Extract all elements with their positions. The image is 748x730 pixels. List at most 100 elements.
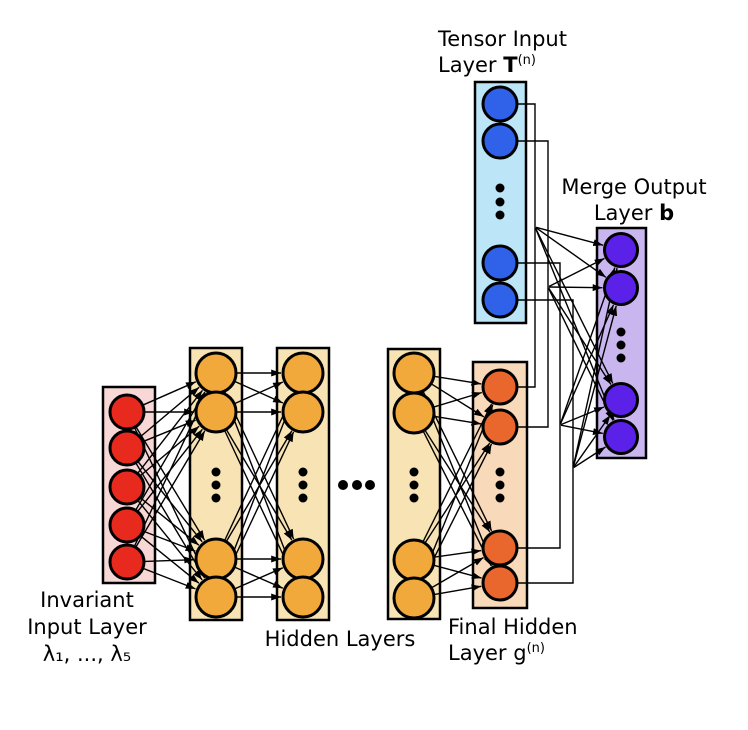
hidden-layers-label-segment: Hidden Layers [265, 627, 416, 651]
layer-boxes [101, 80, 648, 622]
connection-arrow [140, 386, 200, 437]
connection-arrow [548, 284, 603, 292]
final-hidden-ellipsis-dot [495, 480, 505, 490]
invariant-input-layer-label-line-1: Invariant [40, 588, 134, 612]
connection-arrow [547, 287, 612, 385]
hidden-3-node-1 [392, 351, 436, 395]
hidden-1-ellipsis-dot [211, 493, 221, 503]
connection-arrow [143, 567, 196, 590]
connection-arrow [548, 257, 605, 288]
connection-arrow [135, 427, 206, 541]
merge-output-layer-label-segment: Layer [594, 201, 659, 225]
connection-arrow [431, 383, 485, 418]
final-hidden-node-1 [481, 368, 519, 406]
invariant-input-layer-label-segment: Invariant [40, 588, 134, 612]
hidden-3-ellipsis-dot [409, 493, 419, 503]
connection-arrow [421, 404, 494, 579]
final-hidden-node-3 [481, 529, 519, 567]
tensor-input-layer-label-segment: (n) [518, 53, 536, 68]
hidden-1-node-2 [194, 390, 238, 434]
hidden-2-node-3 [281, 537, 325, 581]
connection-arrow [560, 406, 605, 426]
invariant-input-node-2 [108, 429, 146, 467]
tensor-input-node-2 [481, 122, 519, 160]
tensor-input-layer-label-line-2: Layer T(n) [438, 53, 536, 77]
final-hidden-node-4 [481, 564, 519, 602]
connection-arrow [234, 567, 284, 590]
hidden-layers-ellipsis-dot [352, 480, 362, 490]
merge-output-ellipsis-dot [616, 353, 626, 363]
connection-arrow [424, 430, 491, 533]
connection-arrow [140, 535, 200, 584]
final-hidden-ellipsis-dot [495, 467, 505, 477]
merge-output-node-2 [603, 270, 639, 306]
tensor-input-node-3 [481, 244, 519, 282]
hidden-3-ellipsis-dot [409, 480, 419, 490]
merge-output-layer-label-line-1: Merge Output [561, 175, 706, 199]
connection-arrow [434, 584, 482, 596]
final-hidden-ellipsis-dot [495, 493, 505, 503]
connection-arrow [140, 497, 200, 546]
invariant-input-node-5 [108, 543, 146, 581]
hidden-1-node-1 [194, 351, 238, 395]
connection-arrow [137, 389, 204, 474]
hidden-1-ellipsis-dot [211, 467, 221, 477]
hidden-layers-ellipsis-dot [365, 480, 375, 490]
invariant-input-node-1 [108, 393, 146, 431]
invariant-input-node-4 [108, 506, 146, 544]
connection-arrow [433, 391, 483, 408]
connection-arrow [222, 393, 296, 578]
tensor-input-node-1 [481, 85, 519, 123]
connection-arrow [434, 415, 482, 426]
final-hidden-layer-label-line-1: Final Hidden [448, 615, 578, 639]
tensor-input-layer-label-segment: T [503, 53, 518, 77]
hidden-layers-label-line-1: Hidden Layers [265, 627, 416, 651]
merge-output-node-3 [603, 382, 639, 418]
hidden-2-node-2 [281, 390, 325, 434]
hidden-3-node-3 [392, 538, 436, 582]
tensor-input-ellipsis-dot [495, 210, 505, 220]
connection-arrow [144, 556, 195, 564]
final-hidden-layer-label-segment: (n) [527, 641, 545, 656]
hidden-2-ellipsis-dot [298, 480, 308, 490]
invariant-input-layer-label-segment: Input Layer [27, 615, 147, 639]
hidden-2-node-1 [281, 351, 325, 395]
connection-arrow [431, 556, 484, 589]
tensor-input-layer-label-segment: Layer [438, 53, 503, 77]
hidden-1-ellipsis-dot [211, 480, 221, 490]
connection-arrow [535, 227, 607, 278]
invariant-input-node-3 [108, 468, 146, 506]
hidden-1-node-3 [194, 537, 238, 581]
connection-arrow [422, 403, 493, 542]
invariant-input-layer-label-line-3: λ₁, ..., λ₅ [43, 642, 131, 666]
merge-output-layer-label-line-2: Layer b [594, 201, 674, 225]
merge-trunk-connector [517, 103, 536, 388]
final-hidden-layer-label-line-2: Layer g(n) [448, 641, 545, 665]
connection-arrow [137, 461, 203, 543]
merge-output-node-4 [603, 419, 639, 455]
merge-output-layer-label-segment: Merge Output [561, 175, 706, 199]
merge-trunk-connector [517, 140, 549, 428]
final-hidden-node-2 [481, 408, 519, 446]
hidden-3-node-4 [392, 576, 436, 620]
invariant-input-layer-label-segment: λ₁, ..., λ₅ [43, 642, 131, 666]
tensor-input-layer-label-segment: Tensor Input [437, 27, 567, 51]
connection-arrow [135, 391, 206, 510]
merge-trunk-connector [517, 262, 561, 549]
connection-arrow [573, 414, 611, 468]
hidden-1-node-4 [194, 575, 238, 619]
invariant-input-layer-label-line-2: Input Layer [27, 615, 147, 639]
merge-output-ellipsis-dot [616, 340, 626, 350]
connection-lines [134, 103, 619, 601]
tensor-input-ellipsis-dot [495, 183, 505, 193]
connection-arrow [434, 375, 482, 386]
hidden-2-ellipsis-dot [298, 467, 308, 477]
hidden-3-ellipsis-dot [409, 467, 419, 477]
connection-arrow [573, 446, 606, 469]
connection-arrow [143, 530, 196, 552]
hidden-2-ellipsis-dot [298, 493, 308, 503]
tensor-input-ellipsis-dot [495, 197, 505, 207]
hidden-3-node-2 [392, 391, 436, 435]
